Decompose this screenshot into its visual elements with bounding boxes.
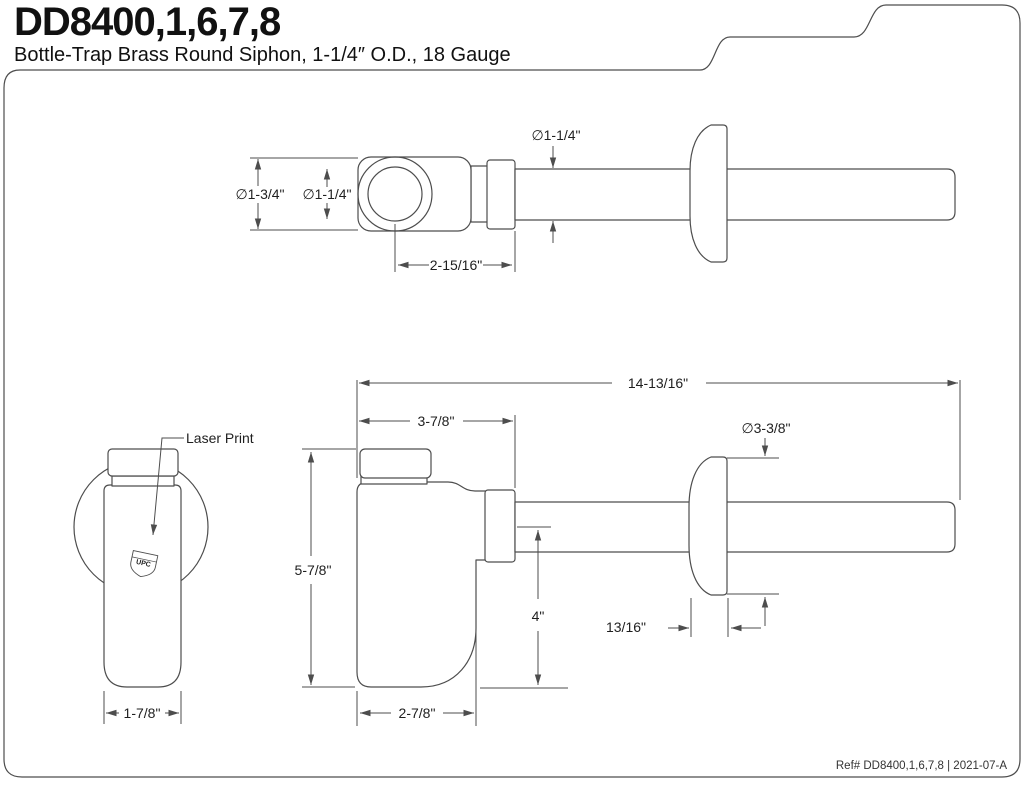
part-title: DD8400,1,6,7,8 xyxy=(14,0,281,44)
dim-side-width-extensions xyxy=(356,632,477,726)
laser-print-leader xyxy=(150,437,184,536)
dim-flange-depth-label: 13/16" xyxy=(606,619,646,635)
upc-shield-text: UPC xyxy=(135,559,151,569)
dim-drop-extensions xyxy=(480,526,568,689)
side-view: 14-13/16" 3-7/8" ∅3-3/8" 4" 13/16" xyxy=(295,375,961,726)
dim-outlet-extensions xyxy=(394,224,516,272)
upc-shield-logo: UPC xyxy=(130,550,159,578)
sheet-border xyxy=(3,4,1021,778)
dim-inlet-id-label: ∅1-1/4" xyxy=(302,186,351,202)
top-view-escutcheon xyxy=(689,124,728,263)
dim-overall-extensions xyxy=(356,380,961,500)
front-view-bottle-body xyxy=(103,484,182,688)
part-subtitle: Bottle-Trap Brass Round Siphon, 1-1/4″ O… xyxy=(14,44,511,66)
title-block: DD8400,1,6,7,8 Bottle-Trap Brass Round S… xyxy=(14,0,511,66)
dim-tube-od-label: ∅1-1/4" xyxy=(531,127,580,143)
dim-flange-depth-extensions xyxy=(690,598,729,637)
dim-flange-od-label: ∅3-3/8" xyxy=(741,420,790,436)
top-view-trap-body xyxy=(357,156,472,232)
side-view-escutcheon xyxy=(688,456,728,596)
dim-depth-label: 3-7/8" xyxy=(418,413,455,429)
reference-number: Ref# DD8400,1,6,7,8 | 2021-07-A xyxy=(835,760,1007,772)
top-view-wall-tube xyxy=(514,168,956,221)
front-view: UPC Laser Print 1-7/8" xyxy=(73,430,254,724)
side-view-slip-nut xyxy=(484,489,516,563)
dim-height-label: 5-7/8" xyxy=(295,562,332,578)
dim-flange-od-extensions xyxy=(727,457,779,595)
laser-print-label: Laser Print xyxy=(186,430,254,446)
dim-overall-label: 14-13/16" xyxy=(628,375,688,391)
side-view-cap xyxy=(359,448,432,479)
front-view-cap xyxy=(107,448,179,477)
top-view: ∅1-3/4" ∅1-1/4" ∅1-1/4" 2-15/16" xyxy=(235,124,956,273)
top-view-neck-step xyxy=(470,165,490,223)
dim-front-width-extensions xyxy=(103,691,182,724)
dim-body-od-extensions xyxy=(250,157,358,231)
front-view-neck xyxy=(111,475,175,487)
top-view-inlet-inner-circle xyxy=(367,166,423,222)
top-view-slip-nut xyxy=(486,159,516,230)
side-view-trap-body xyxy=(356,481,490,688)
side-view-wall-tube xyxy=(514,501,956,553)
dim-side-width-label: 2-7/8" xyxy=(399,705,436,721)
dim-outlet-label: 2-15/16" xyxy=(430,257,482,273)
dim-body-od-label: ∅1-3/4" xyxy=(235,186,284,202)
dim-height-extensions xyxy=(302,448,356,688)
dim-front-width-label: 1-7/8" xyxy=(124,705,161,721)
dim-drop-label: 4" xyxy=(532,608,545,624)
